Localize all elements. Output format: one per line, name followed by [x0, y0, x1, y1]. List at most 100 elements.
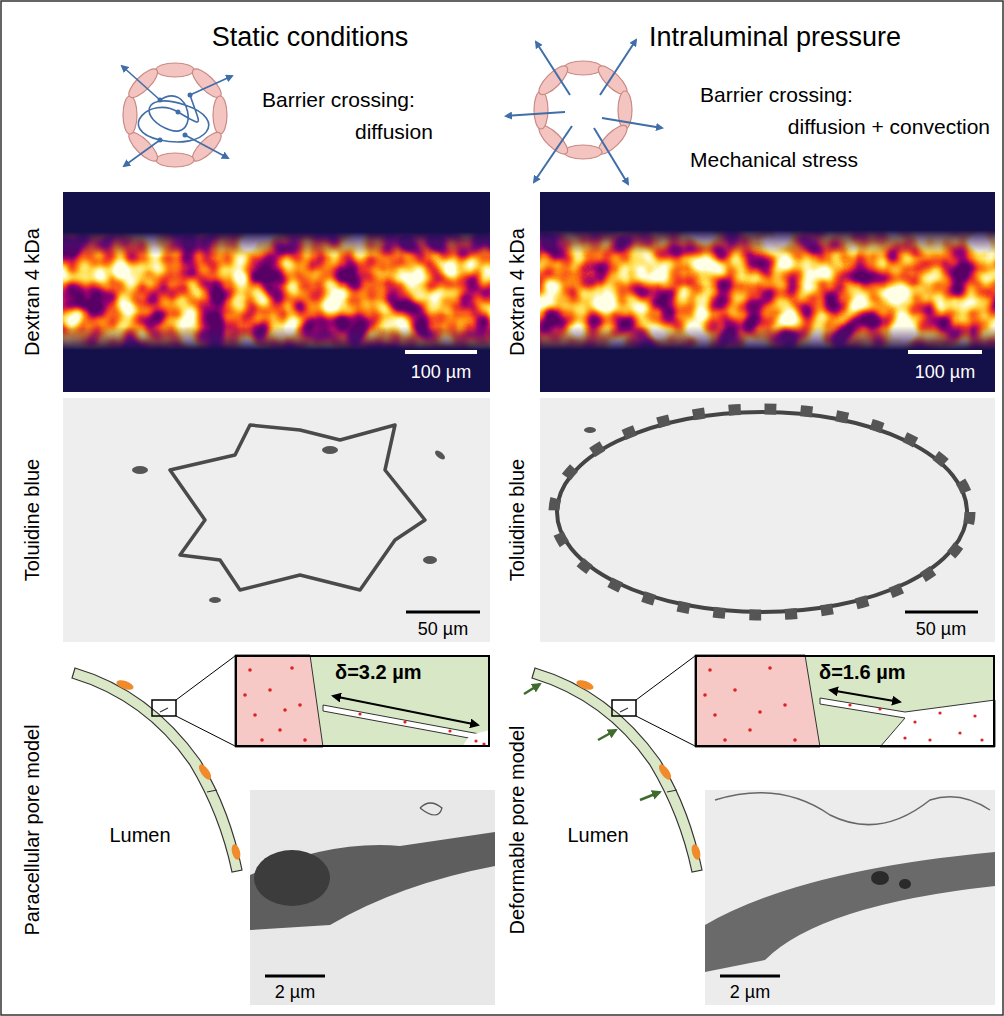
pore-inset-static [243, 693, 247, 697]
pore-inset-pressure [848, 703, 851, 706]
pore-inset-pressure [928, 738, 931, 741]
toluidine-image-static [433, 449, 446, 461]
endothelium-sketch-pressure [612, 700, 636, 716]
toluidine-image-pressure [540, 398, 995, 642]
pore-inset-static [248, 668, 252, 672]
endothelium-sketch-pressure [636, 716, 695, 746]
endothelium-sketch-static [160, 708, 168, 712]
solute-dots [158, 98, 163, 103]
pore-inset-static [235, 655, 490, 747]
dextran-image-static [63, 232, 490, 350]
pore-inset-static [448, 729, 451, 732]
row-label: Paracellular pore model [21, 724, 44, 935]
vessel-ring-static [123, 96, 137, 134]
pore-inset-pressure [938, 711, 941, 714]
diffusion-path [190, 76, 232, 95]
pore-inset-static [235, 655, 323, 747]
region-label: Lumen [567, 824, 628, 847]
convection-arrows [506, 40, 662, 184]
pore-inset-pressure [695, 655, 995, 747]
pore-inset-static [290, 666, 294, 670]
endothelium-sketch-pressure [636, 656, 695, 700]
pressure-arrows [598, 730, 616, 740]
pore-inset-pressure [793, 738, 797, 742]
vessel-ring-pressure [534, 91, 548, 129]
pore-inset-pressure [695, 655, 820, 747]
tem-image-static [250, 832, 495, 930]
endothelium-sketch-static [72, 656, 242, 872]
pore-inset-pressure [695, 655, 995, 747]
pore-inset-pressure [973, 714, 976, 717]
pore-inset-pressure [733, 688, 737, 692]
pore-inset-pressure [768, 666, 772, 670]
scale-bar-label: 2 µm [730, 982, 770, 1003]
pore-inset-pressure [703, 693, 707, 697]
dextran-image-static [63, 192, 490, 392]
pore-inset-static [283, 708, 287, 712]
scale-bar-label: 2 µm [275, 982, 315, 1003]
pore-inset-pressure [723, 738, 727, 742]
tem-image-static [265, 975, 325, 978]
endothelium-sketch-static [230, 843, 242, 861]
toluidine-image-pressure [540, 398, 995, 642]
dextran-image-static [63, 232, 490, 350]
mechanism-text: diffusion [355, 120, 433, 144]
scale-bar-label: 50 µm [418, 619, 468, 640]
dextran-image-pressure [908, 350, 982, 354]
diffusion-path [138, 95, 208, 142]
tem-image-static [254, 850, 330, 906]
endothelium-sketch-pressure [667, 790, 677, 792]
tem-image-pressure [720, 975, 780, 978]
pore-length-label: δ=1.6 µm [819, 661, 905, 684]
vessel-ring-static [213, 96, 227, 134]
tem-image-static [250, 790, 495, 1005]
zoom-inset: δ=3.2 µm [235, 655, 490, 747]
row-label: Toluidine blue [506, 459, 529, 581]
convection-arrows [534, 126, 572, 182]
tem-image-pressure [705, 790, 995, 1005]
pore-inset-pressure [713, 713, 717, 717]
mechanism-text: Mechanical stress [690, 148, 858, 172]
endothelium-sketch-pressure [657, 762, 674, 781]
region-label: Lumen [109, 824, 170, 847]
pore-inset-pressure [958, 731, 961, 734]
mechanism-text: Barrier crossing: [700, 83, 853, 107]
pore-inset-static [298, 703, 302, 707]
pore-inset-static [278, 728, 282, 732]
convection-arrows [600, 40, 636, 95]
tem-image-pressure [899, 879, 911, 889]
toluidine-image-pressure [554, 409, 970, 615]
pore-inset-pressure [913, 720, 916, 723]
tem-image-pressure [715, 793, 990, 825]
dextran-image-pressure [540, 192, 995, 392]
pore-inset-static [235, 655, 490, 747]
toluidine-image-static [132, 466, 148, 474]
column-title: Intraluminal pressure [649, 22, 901, 53]
mechanism-text: diffusion + convection [788, 115, 990, 139]
toluidine-image-static [63, 398, 490, 642]
diffusion-path [122, 66, 160, 100]
pore-inset-static [253, 713, 257, 717]
endothelium-sketch-pressure [532, 668, 702, 872]
endothelium-sketch-pressure [620, 708, 628, 712]
toluidine-image-static [322, 446, 338, 454]
pore-inset-pressure [783, 703, 787, 707]
pore-inset-static [303, 738, 307, 742]
scale-bar-label: 50 µm [916, 619, 966, 640]
dextran-image-pressure [540, 192, 995, 392]
pressure-arrows [524, 684, 660, 800]
endothelium-sketch-static [197, 762, 214, 781]
tem-image-pressure [871, 871, 889, 885]
endothelium-sketch-static [72, 668, 242, 872]
convection-arrows [506, 112, 565, 116]
column-title: Static conditions [212, 22, 409, 53]
pore-inset-static [474, 739, 477, 742]
convection-arrows [536, 42, 570, 95]
endothelium-sketch-pressure [575, 678, 595, 692]
row-label: Dextran 4 kDa [21, 228, 44, 356]
pore-inset-static [260, 738, 264, 742]
scale-bar-label: 100 µm [411, 362, 471, 383]
vessel-ring-pressure [534, 61, 632, 159]
